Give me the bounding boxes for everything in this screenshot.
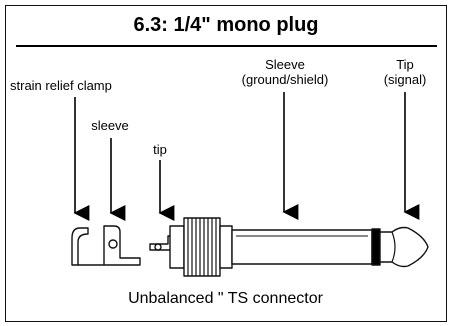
- label-strain-relief-clamp: strain relief clamp: [10, 78, 112, 93]
- threaded-section: [183, 217, 221, 277]
- title-divider: [16, 45, 437, 47]
- sleeve-lug-hole: [108, 239, 118, 249]
- strain-relief-clamp-shape: [71, 227, 89, 266]
- plug-collar: [219, 225, 233, 269]
- label-sleeve-description: (ground/shield): [241, 72, 329, 87]
- label-sleeve-heading: Sleeve: [265, 57, 305, 72]
- plug-base: [169, 225, 185, 269]
- callout-arrows: [73, 92, 420, 221]
- diagram-frame: 6.3: 1/4" mono plug: [5, 5, 447, 322]
- sleeve-shaft: [231, 229, 373, 265]
- tip-lug-hole: [154, 243, 162, 251]
- label-tip-part: tip: [153, 142, 167, 157]
- diagram-title: 6.3: 1/4" mono plug: [133, 14, 319, 36]
- plug-illustration: [71, 217, 429, 277]
- thread-lines: [187, 218, 217, 276]
- diagram-caption: Unbalanced " TS connector: [128, 290, 323, 307]
- label-sleeve-part: sleeve: [91, 118, 129, 133]
- tip-shape: [379, 226, 429, 268]
- insulator-ring: [371, 228, 381, 266]
- label-tip-description: (signal): [383, 72, 427, 87]
- label-tip-heading: Tip: [396, 57, 414, 72]
- tip-neck: [391, 231, 396, 263]
